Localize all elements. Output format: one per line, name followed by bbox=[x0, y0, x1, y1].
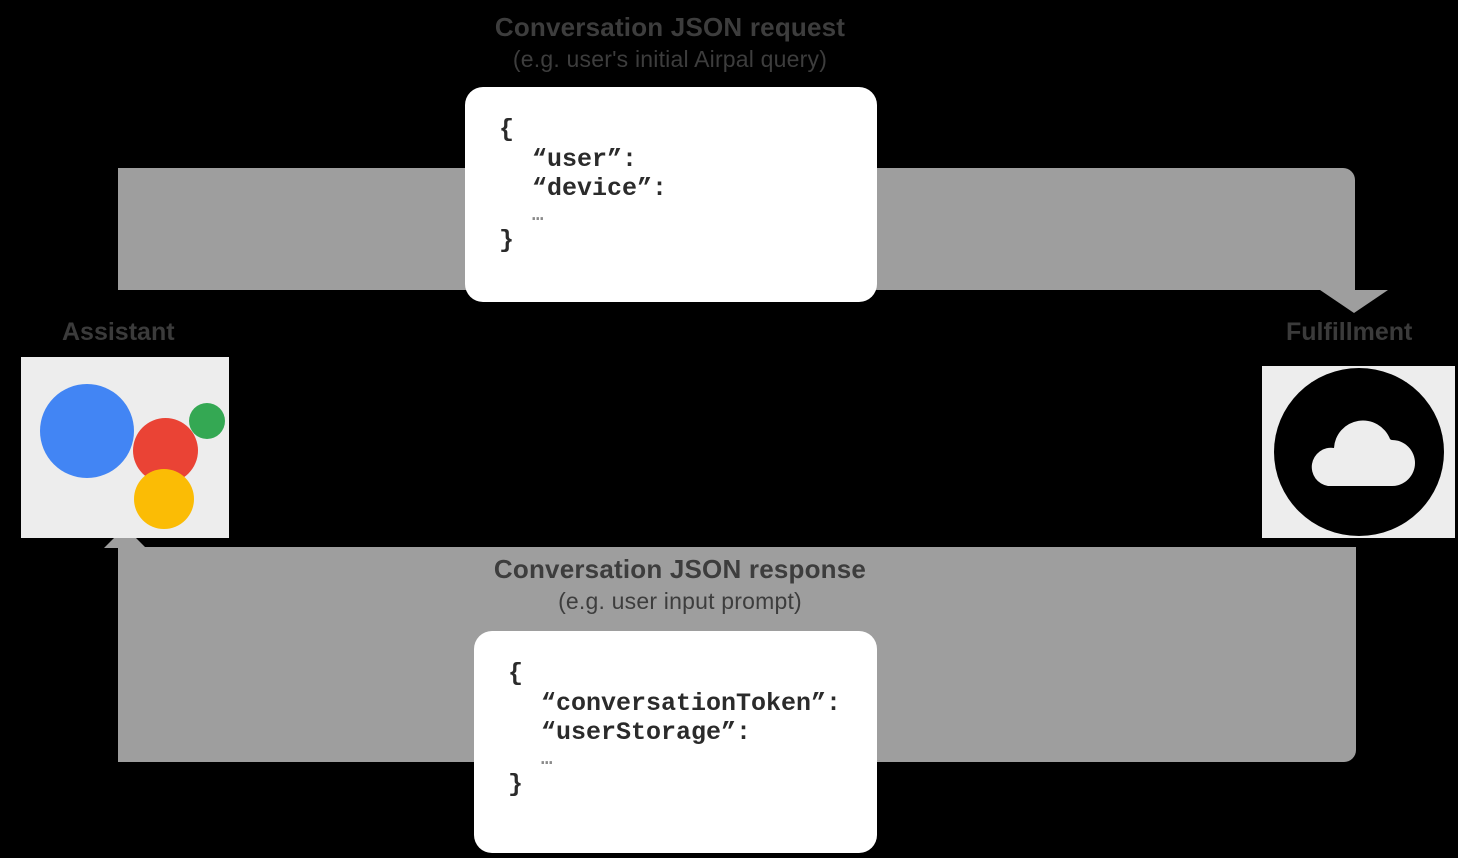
cloud-icon-svg bbox=[1274, 368, 1444, 536]
json-open-brace: { bbox=[508, 659, 524, 688]
request-flow-title: Conversation JSON request bbox=[494, 12, 846, 42]
json-close-brace: } bbox=[499, 225, 515, 255]
google-assistant-icon bbox=[21, 357, 229, 538]
cloud-icon bbox=[1262, 366, 1455, 538]
assistant-green-dot-icon bbox=[189, 403, 225, 439]
response-flow-label: Conversation JSON response (e.g. user in… bbox=[0, 554, 1360, 615]
request-arrow-head-icon bbox=[1320, 290, 1388, 313]
json-close-brace: } bbox=[508, 769, 524, 799]
response-json-card: { “conversationToken”: “userStorage”: … … bbox=[474, 631, 877, 853]
json-ellipsis: … bbox=[541, 747, 555, 770]
assistant-blue-dot-icon bbox=[40, 384, 134, 478]
response-flow-title: Conversation JSON response bbox=[493, 554, 867, 584]
assistant-node bbox=[21, 357, 229, 538]
assistant-yellow-dot-icon bbox=[134, 469, 194, 529]
json-key-device: “device”: bbox=[532, 174, 668, 203]
json-ellipsis: … bbox=[532, 203, 546, 226]
json-open-brace: { bbox=[499, 115, 515, 144]
json-key-user-storage: “userStorage”: bbox=[541, 718, 752, 747]
request-flow-subtitle: (e.g. user's initial Airpal query) bbox=[512, 45, 828, 72]
json-key-conversation-token: “conversationToken”: bbox=[541, 688, 842, 718]
request-json-card: { “user”: “device”: … } bbox=[465, 87, 877, 302]
fulfillment-node bbox=[1262, 366, 1455, 538]
assistant-node-label: Assistant bbox=[62, 318, 175, 346]
json-key-user: “user”: bbox=[532, 144, 638, 174]
fulfillment-node-label: Fulfillment bbox=[1286, 318, 1413, 346]
request-flow-label: Conversation JSON request (e.g. user's i… bbox=[0, 12, 1340, 73]
response-flow-subtitle: (e.g. user input prompt) bbox=[558, 587, 802, 614]
